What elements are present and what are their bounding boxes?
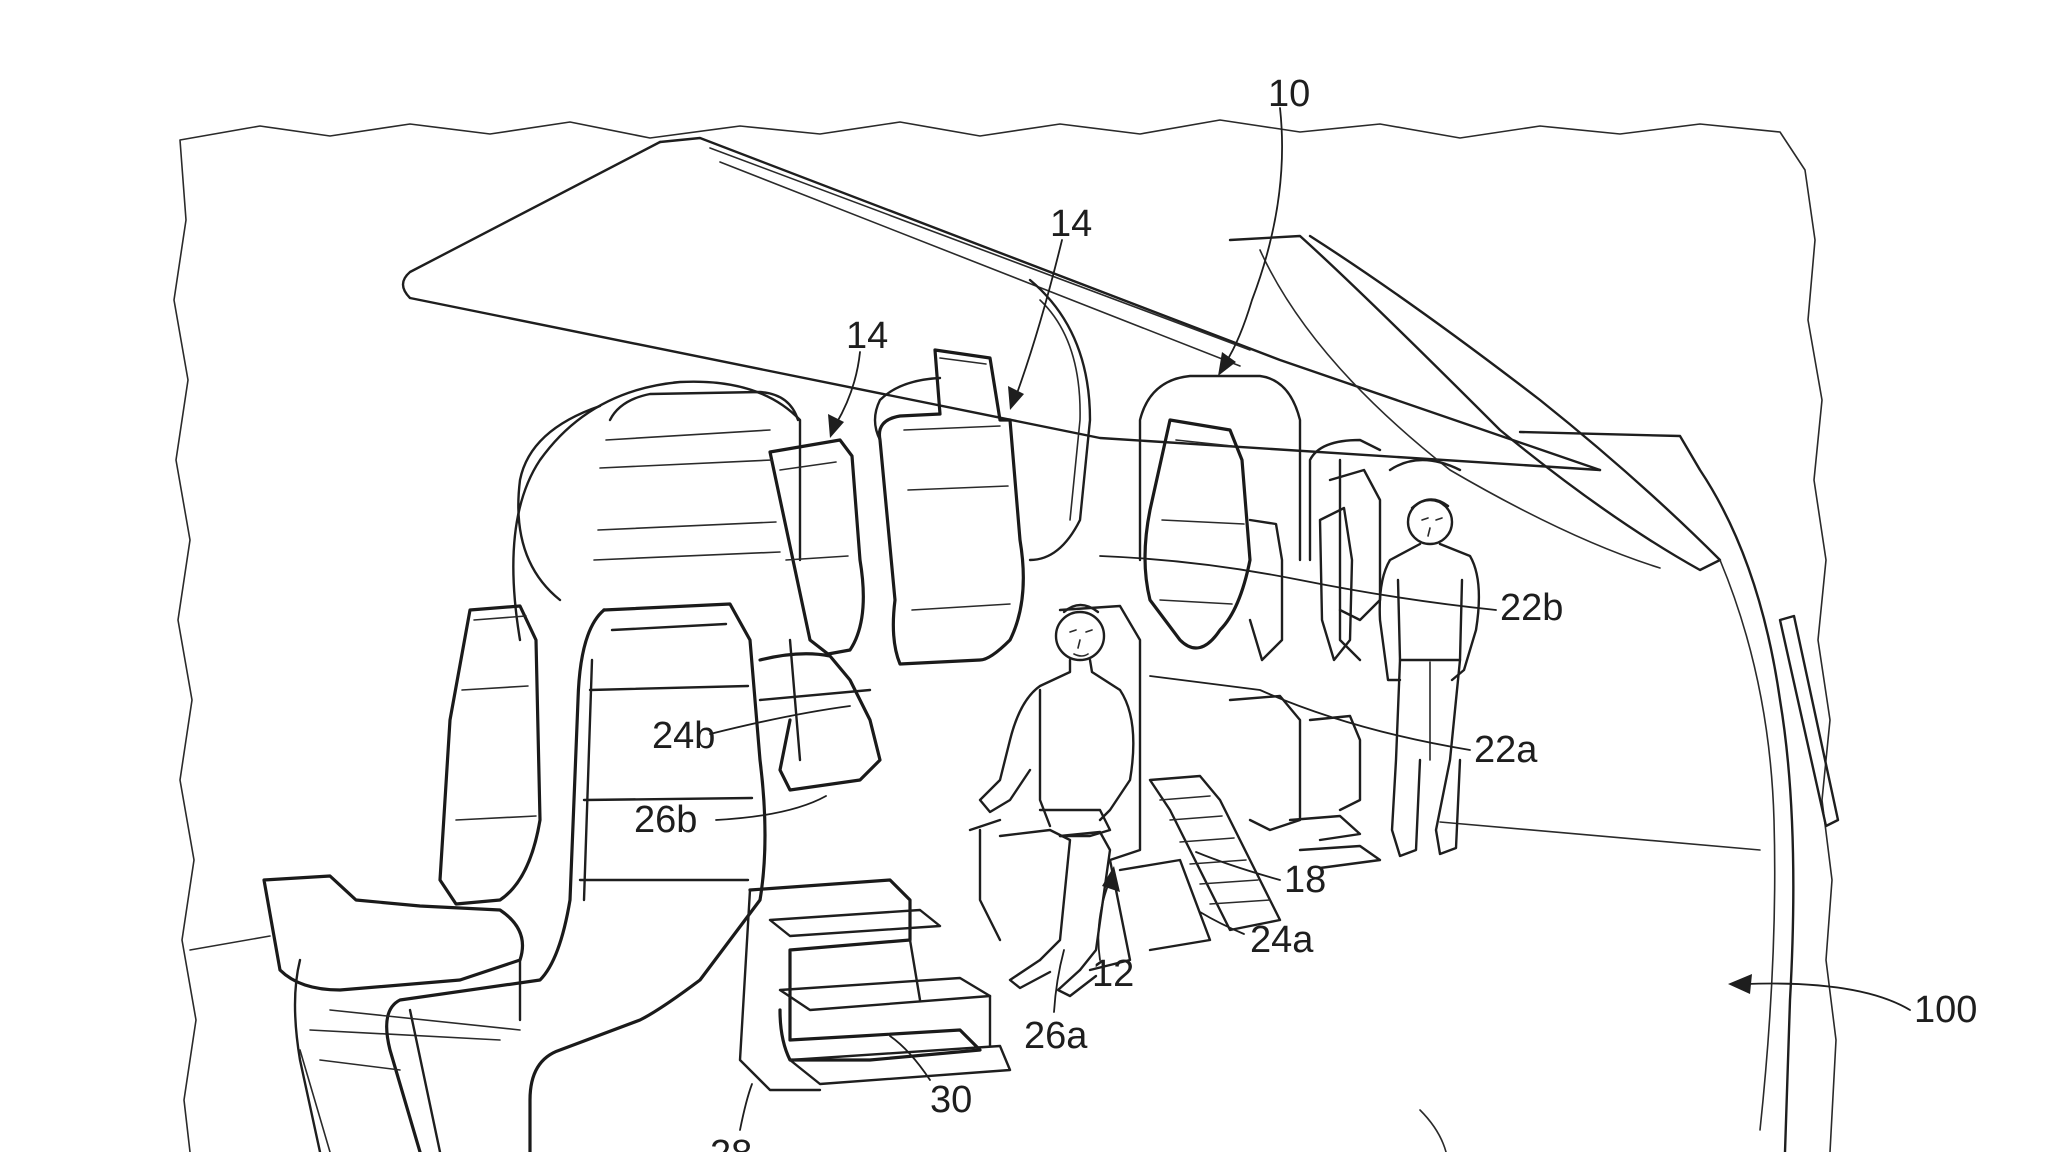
label-26b: 26b bbox=[634, 799, 697, 841]
leader-30 bbox=[889, 1035, 931, 1081]
label-12: 12 bbox=[1092, 953, 1134, 995]
upper-rear-partition bbox=[1338, 458, 1462, 662]
lower-steps-right bbox=[1288, 814, 1382, 870]
seated-passenger bbox=[978, 603, 1135, 998]
leader-12 bbox=[1097, 879, 1111, 961]
lower-seat-frame-passenger bbox=[1118, 858, 1212, 952]
ceiling-sweep-inner bbox=[1259, 249, 1661, 569]
upper-seat-back-center bbox=[877, 348, 1025, 666]
standing-passenger bbox=[1378, 498, 1481, 858]
upper-rear-seat bbox=[1328, 468, 1382, 622]
step-middle bbox=[778, 976, 992, 1012]
step-frame bbox=[748, 878, 982, 1062]
step-post-right bbox=[908, 938, 992, 1048]
lower-seat-base-left bbox=[299, 1029, 501, 1152]
tall-seat-back bbox=[528, 602, 767, 1152]
ceiling-panel bbox=[401, 140, 1602, 472]
cabin-outline bbox=[173, 119, 1837, 1152]
lower-seat-back-left bbox=[438, 604, 542, 906]
right-window bbox=[1778, 614, 1840, 828]
upper-seat-back-far-2 bbox=[1318, 506, 1354, 662]
tall-seat-side-inner bbox=[408, 658, 594, 1152]
upper-seat-back-left bbox=[768, 438, 865, 656]
label-26a: 26a bbox=[1024, 1015, 1088, 1057]
tall-seat-side bbox=[385, 608, 606, 1152]
upper-seat-frame-right bbox=[1138, 374, 1302, 562]
label-30: 30 bbox=[930, 1079, 972, 1121]
step-upper bbox=[768, 908, 942, 938]
label-22b: 22b bbox=[1500, 587, 1563, 629]
upper-seat-back-far bbox=[1248, 518, 1284, 662]
staircase-treads bbox=[1159, 795, 1271, 905]
right-wall bbox=[1518, 430, 1795, 1152]
label-24a: 24a bbox=[1250, 919, 1314, 961]
label-18: 18 bbox=[1284, 859, 1326, 901]
leader-22a bbox=[1149, 675, 1471, 751]
leader-10 bbox=[1225, 107, 1283, 363]
leader-100 bbox=[1745, 982, 1911, 1011]
upper-seat-back-left-inner bbox=[779, 461, 849, 561]
label-22a: 22a bbox=[1474, 729, 1538, 771]
ceiling-panel-inner bbox=[709, 147, 1251, 367]
ceiling-sweep bbox=[1228, 234, 1722, 572]
leader-24a bbox=[1199, 911, 1245, 935]
label-24b: 24b bbox=[652, 715, 715, 757]
upper-partition-center bbox=[873, 376, 942, 442]
leader-26b bbox=[715, 795, 827, 821]
arrow-14-left bbox=[828, 414, 844, 438]
ceiling-panel-edge bbox=[658, 136, 1602, 472]
upper-seat-back-center-inner bbox=[903, 357, 1011, 611]
upper-seat-cushion bbox=[758, 652, 882, 792]
leader-22b bbox=[1099, 555, 1497, 611]
upper-band-left bbox=[593, 429, 781, 561]
floor-line-left bbox=[189, 935, 271, 951]
arrow-100 bbox=[1728, 974, 1752, 994]
right-wall-inner bbox=[1719, 559, 1776, 1131]
tall-seat-cushion-front bbox=[319, 1009, 521, 1071]
leader-26a bbox=[1053, 949, 1065, 1013]
upper-partition-curve bbox=[1028, 278, 1092, 562]
staircase bbox=[1148, 774, 1282, 932]
floor-curve bbox=[1419, 1109, 1447, 1152]
label-100: 100 bbox=[1914, 989, 1977, 1031]
leader-14-left bbox=[835, 351, 861, 425]
floor-line-right bbox=[1439, 821, 1761, 851]
step-lower bbox=[788, 1044, 1012, 1086]
label-28: 28 bbox=[710, 1133, 752, 1152]
leader-14-right bbox=[1015, 239, 1063, 397]
label-14-right: 14 bbox=[1050, 203, 1092, 245]
lower-seat-back-left-inner bbox=[455, 615, 537, 821]
label-10: 10 bbox=[1268, 73, 1310, 115]
arrow-10 bbox=[1218, 352, 1236, 376]
leader-28 bbox=[739, 1083, 753, 1131]
upper-partition-left bbox=[512, 380, 802, 642]
lower-seat-passenger bbox=[968, 604, 1142, 972]
upper-seat-frame-far bbox=[1308, 438, 1382, 562]
far-left-arch bbox=[517, 404, 602, 602]
lower-seat-cushion-left bbox=[262, 874, 525, 992]
leader-18 bbox=[1195, 851, 1281, 881]
label-14-left: 14 bbox=[846, 315, 888, 357]
lower-seat-right-row-2 bbox=[1308, 714, 1362, 812]
arrow-14-right bbox=[1008, 386, 1024, 410]
upper-seat-back-right-inner bbox=[1159, 439, 1245, 605]
tall-seat-back-inner bbox=[578, 622, 754, 882]
arrow-12 bbox=[1102, 866, 1120, 892]
leader-24b bbox=[709, 705, 851, 735]
lower-seat-armrest-left bbox=[293, 958, 522, 1152]
upper-seat-frame-left bbox=[608, 390, 800, 422]
lower-seat-right-row bbox=[1228, 694, 1302, 832]
upper-seat-cushion-back bbox=[758, 638, 872, 762]
upper-partition-curve-inner bbox=[1039, 299, 1081, 521]
upper-seat-back-right bbox=[1143, 418, 1252, 650]
step-post-left bbox=[738, 888, 822, 1092]
